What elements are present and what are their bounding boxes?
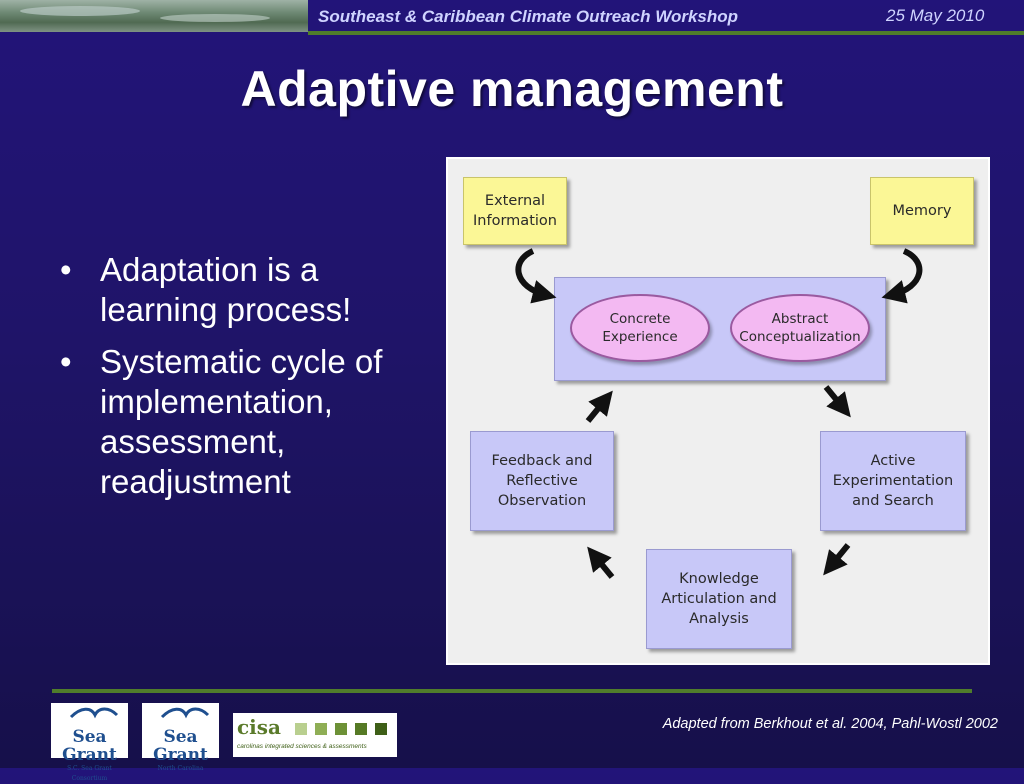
adaptive-cycle-diagram: External Information Memory Concrete Exp…: [446, 157, 990, 665]
memory-box: Memory: [870, 177, 974, 245]
source-credit: Adapted from Berkhout et al. 2004, Pahl-…: [662, 716, 998, 732]
slide-date: 25 May 2010: [886, 6, 985, 25]
cisa-wordmark: cisa: [237, 715, 281, 739]
bird-icon: [69, 707, 119, 719]
header-divider: [308, 31, 1024, 35]
nc-sea-grant-logo: Sea Grant North Carolina: [142, 703, 219, 772]
photo-detail: [160, 14, 270, 22]
header-bar: Southeast & Caribbean Climate Outreach W…: [0, 0, 1024, 32]
external-information-box: External Information: [463, 177, 567, 245]
bullet-list: Adaptation is a learning process! System…: [58, 250, 438, 514]
workshop-name: Southeast & Caribbean Climate Outreach W…: [318, 7, 739, 26]
arrow-experimentation-to-knowledge: [823, 543, 851, 576]
cisa-square: [295, 723, 307, 735]
concrete-experience-oval: Concrete Experience: [570, 294, 710, 362]
bullet-item: Adaptation is a learning process!: [58, 250, 438, 330]
arrow-feedback-to-experience: [585, 390, 613, 423]
cisa-square: [375, 723, 387, 735]
curved-arrow-left: [515, 248, 557, 304]
feedback-box: Feedback and Reflective Observation: [470, 431, 614, 531]
header-photo: [0, 0, 308, 32]
cisa-square: [335, 723, 347, 735]
slide-title: Adaptive management: [240, 61, 784, 117]
curved-arrow-right: [881, 248, 923, 304]
bird-icon: [160, 707, 210, 719]
arrow-knowledge-to-feedback: [587, 546, 615, 579]
photo-detail: [20, 6, 140, 16]
cisa-tagline: carolinas integrated sciences & assessme…: [237, 743, 367, 750]
bullet-item: Systematic cycle of implementation, asse…: [58, 342, 438, 502]
cisa-square: [355, 723, 367, 735]
logo-text: Sea Grant: [62, 727, 117, 765]
sc-sea-grant-logo: Sea Grant S.C. Sea Grant Consortium: [51, 703, 128, 782]
cisa-logo: cisa carolinas integrated sciences & ass…: [233, 713, 397, 757]
diagram-arrows: [515, 248, 923, 579]
logo-subtext: North Carolina: [157, 765, 204, 772]
arrow-concept-to-experimentation: [823, 385, 851, 418]
logo-text: Sea Grant: [153, 727, 208, 765]
cisa-square: [315, 723, 327, 735]
footer-divider: [52, 689, 972, 693]
active-experimentation-box: Active Experimentation and Search: [820, 431, 966, 531]
knowledge-articulation-box: Knowledge Articulation and Analysis: [646, 549, 792, 649]
logo-subtext: S.C. Sea Grant Consortium: [67, 765, 112, 782]
abstract-conceptualization-oval: Abstract Conceptualization: [730, 294, 870, 362]
